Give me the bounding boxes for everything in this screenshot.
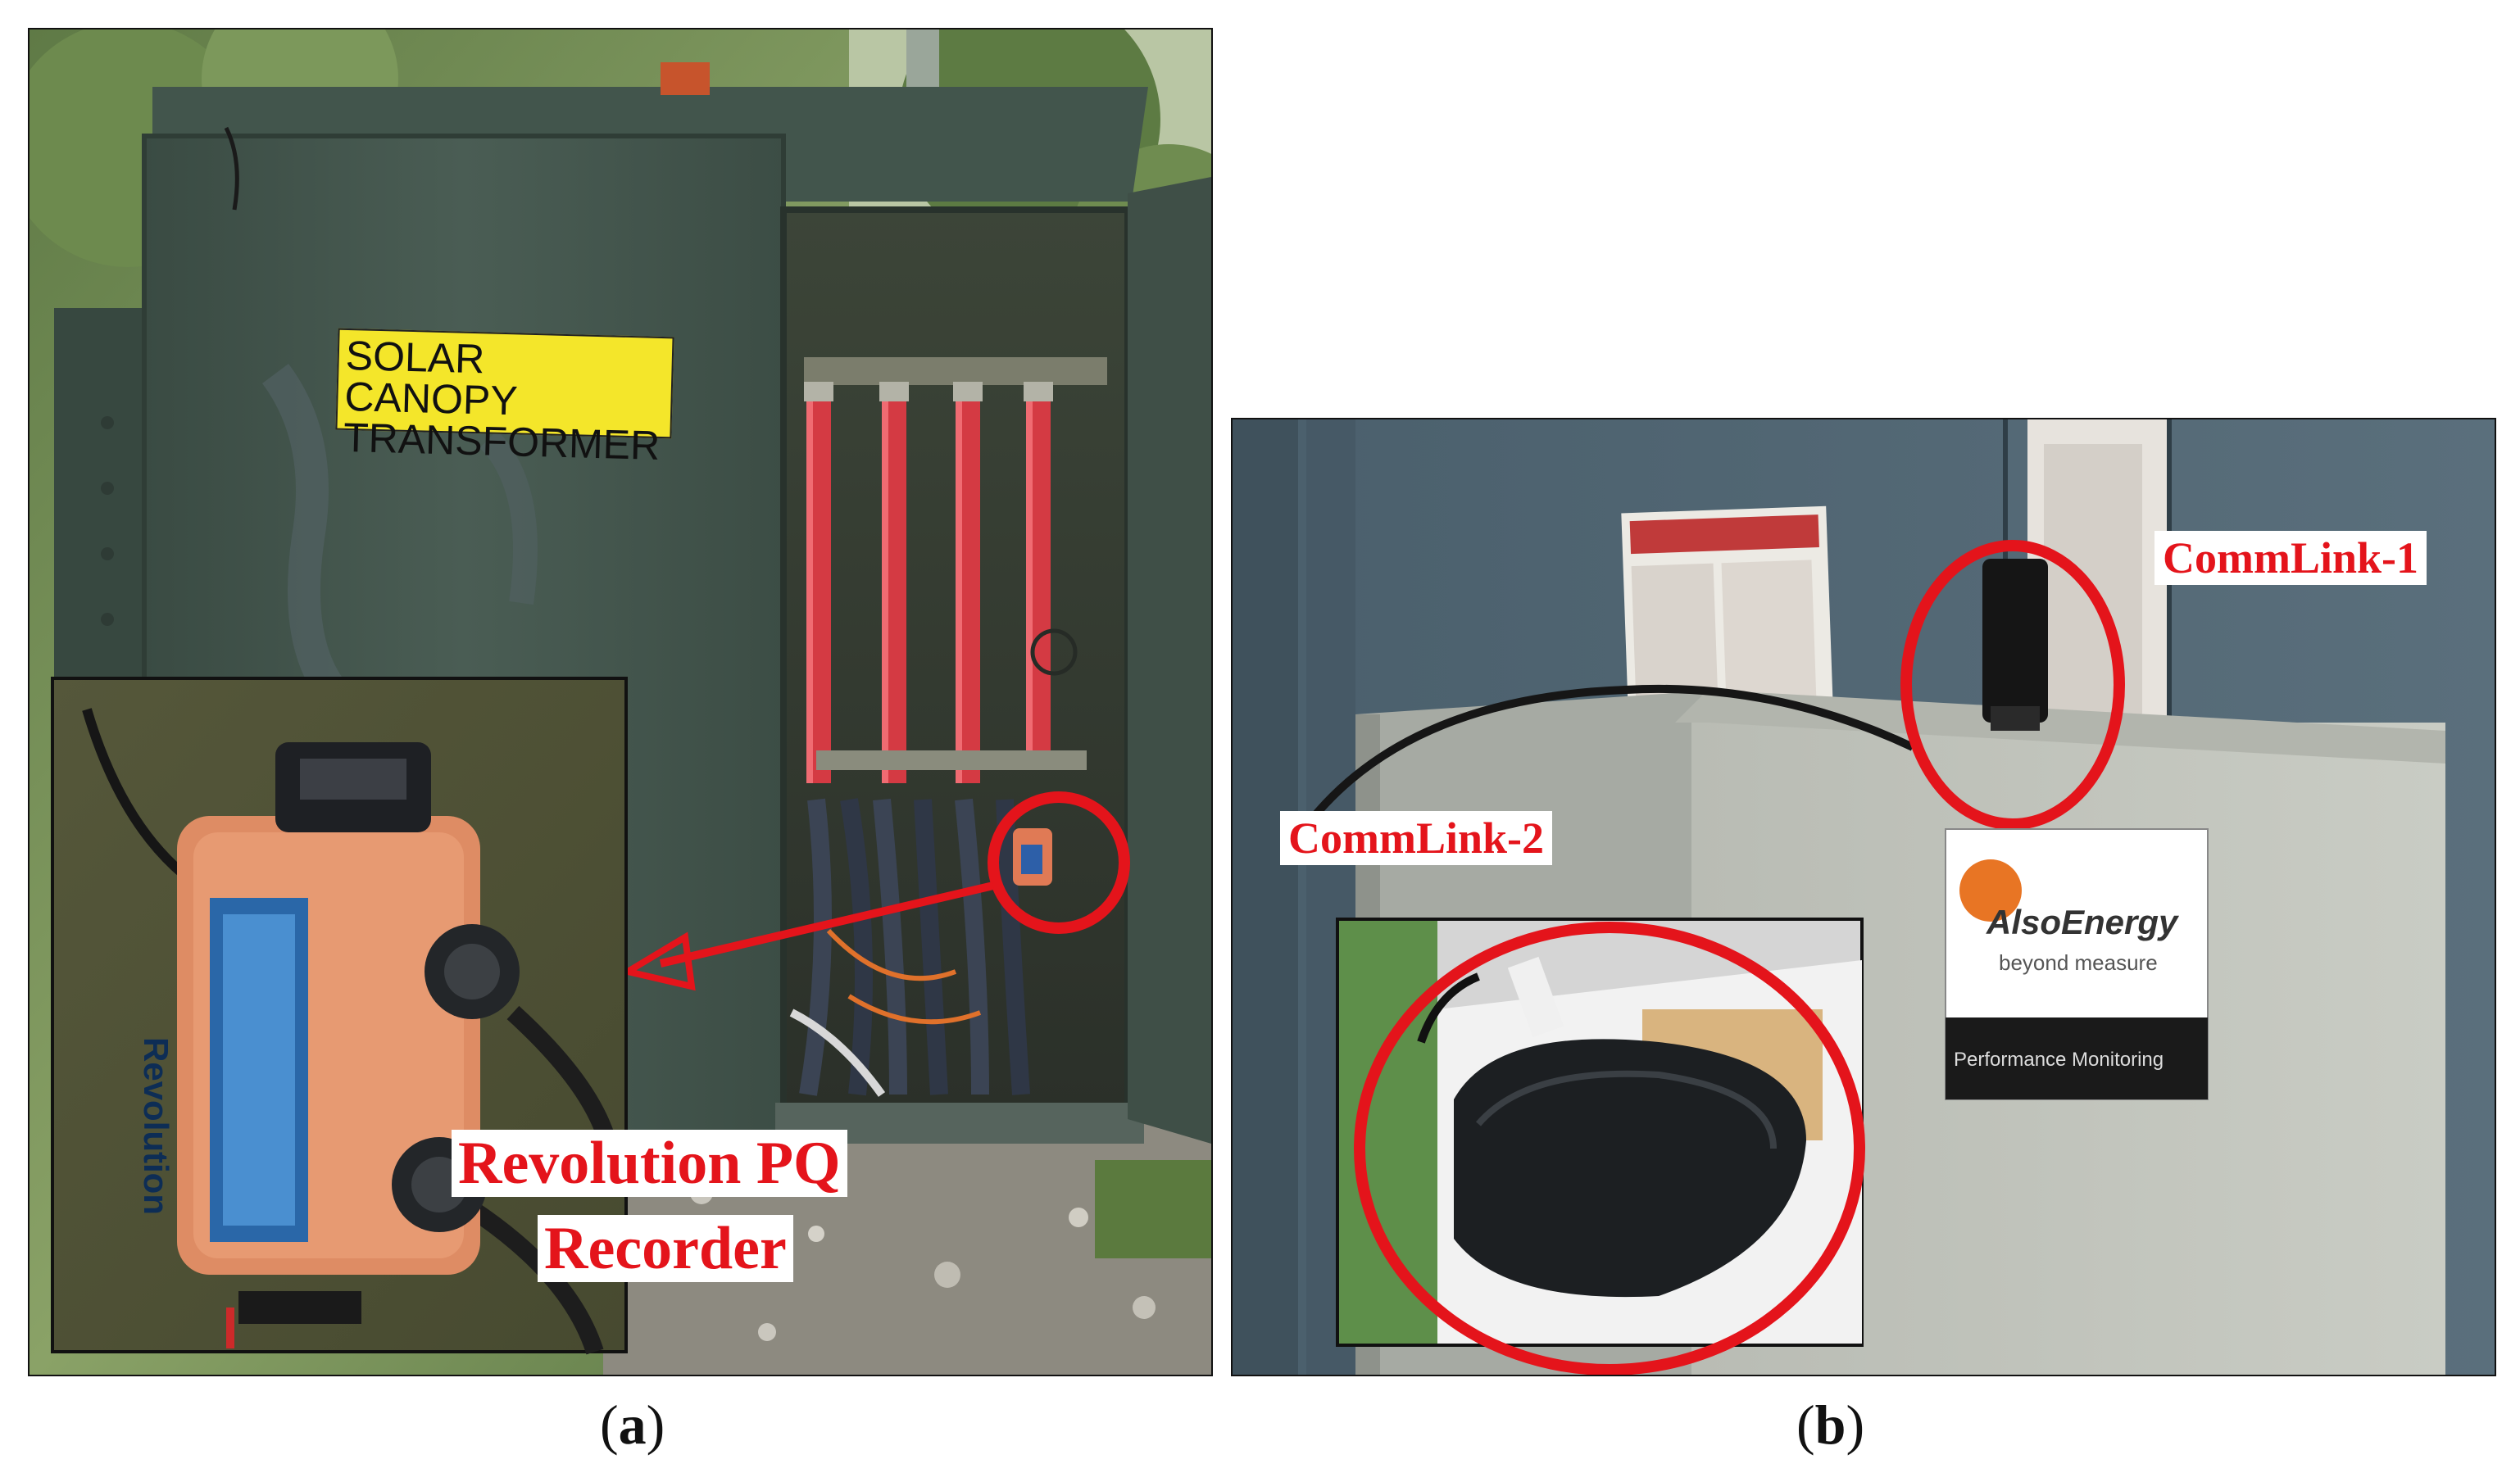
logo-footer: Performance Monitoring [1954,1049,2164,1071]
transformer-cabinet-photo [30,29,1211,1375]
commlink-photo [1233,419,2495,1375]
caption-a-letter: a [618,1394,647,1456]
sticker-line-2: TRANSFORMER [343,414,661,469]
commlink-1-label: CommLink-1 [2154,531,2427,585]
device-brand-text: Revolution [137,1037,175,1215]
sticker-line-1: SOLAR CANOPY [343,332,519,424]
recorder-callout-line-1: Revolution PQ [452,1130,847,1197]
caption-b: (b) [1796,1393,1864,1457]
transformer-sticker: SOLAR CANOPY TRANSFORMER [335,328,674,469]
recorder-callout-line-2: Recorder [538,1215,793,1282]
photo-panel-b: AlsoEnergy beyond measure Performance Mo… [1231,418,2496,1376]
caption-a-open: ( [600,1394,619,1456]
photo-panel-a: SOLAR CANOPY TRANSFORMER Revolution Revo… [28,28,1213,1376]
caption-b-letter: b [1814,1394,1846,1456]
logo-name: AlsoEnergy [1986,903,2178,941]
alsoenergy-logo [1945,828,2209,1100]
logo-tagline: beyond measure [1999,950,2158,975]
caption-b-open: ( [1796,1394,1815,1456]
recorder-inset [51,677,628,1355]
caption-a: (a) [600,1393,665,1457]
commlink-2-inset [1336,918,1865,1375]
caption-b-close: ) [1846,1394,1865,1456]
commlink-2-label: CommLink-2 [1280,811,1553,865]
caption-a-close: ) [646,1394,665,1456]
